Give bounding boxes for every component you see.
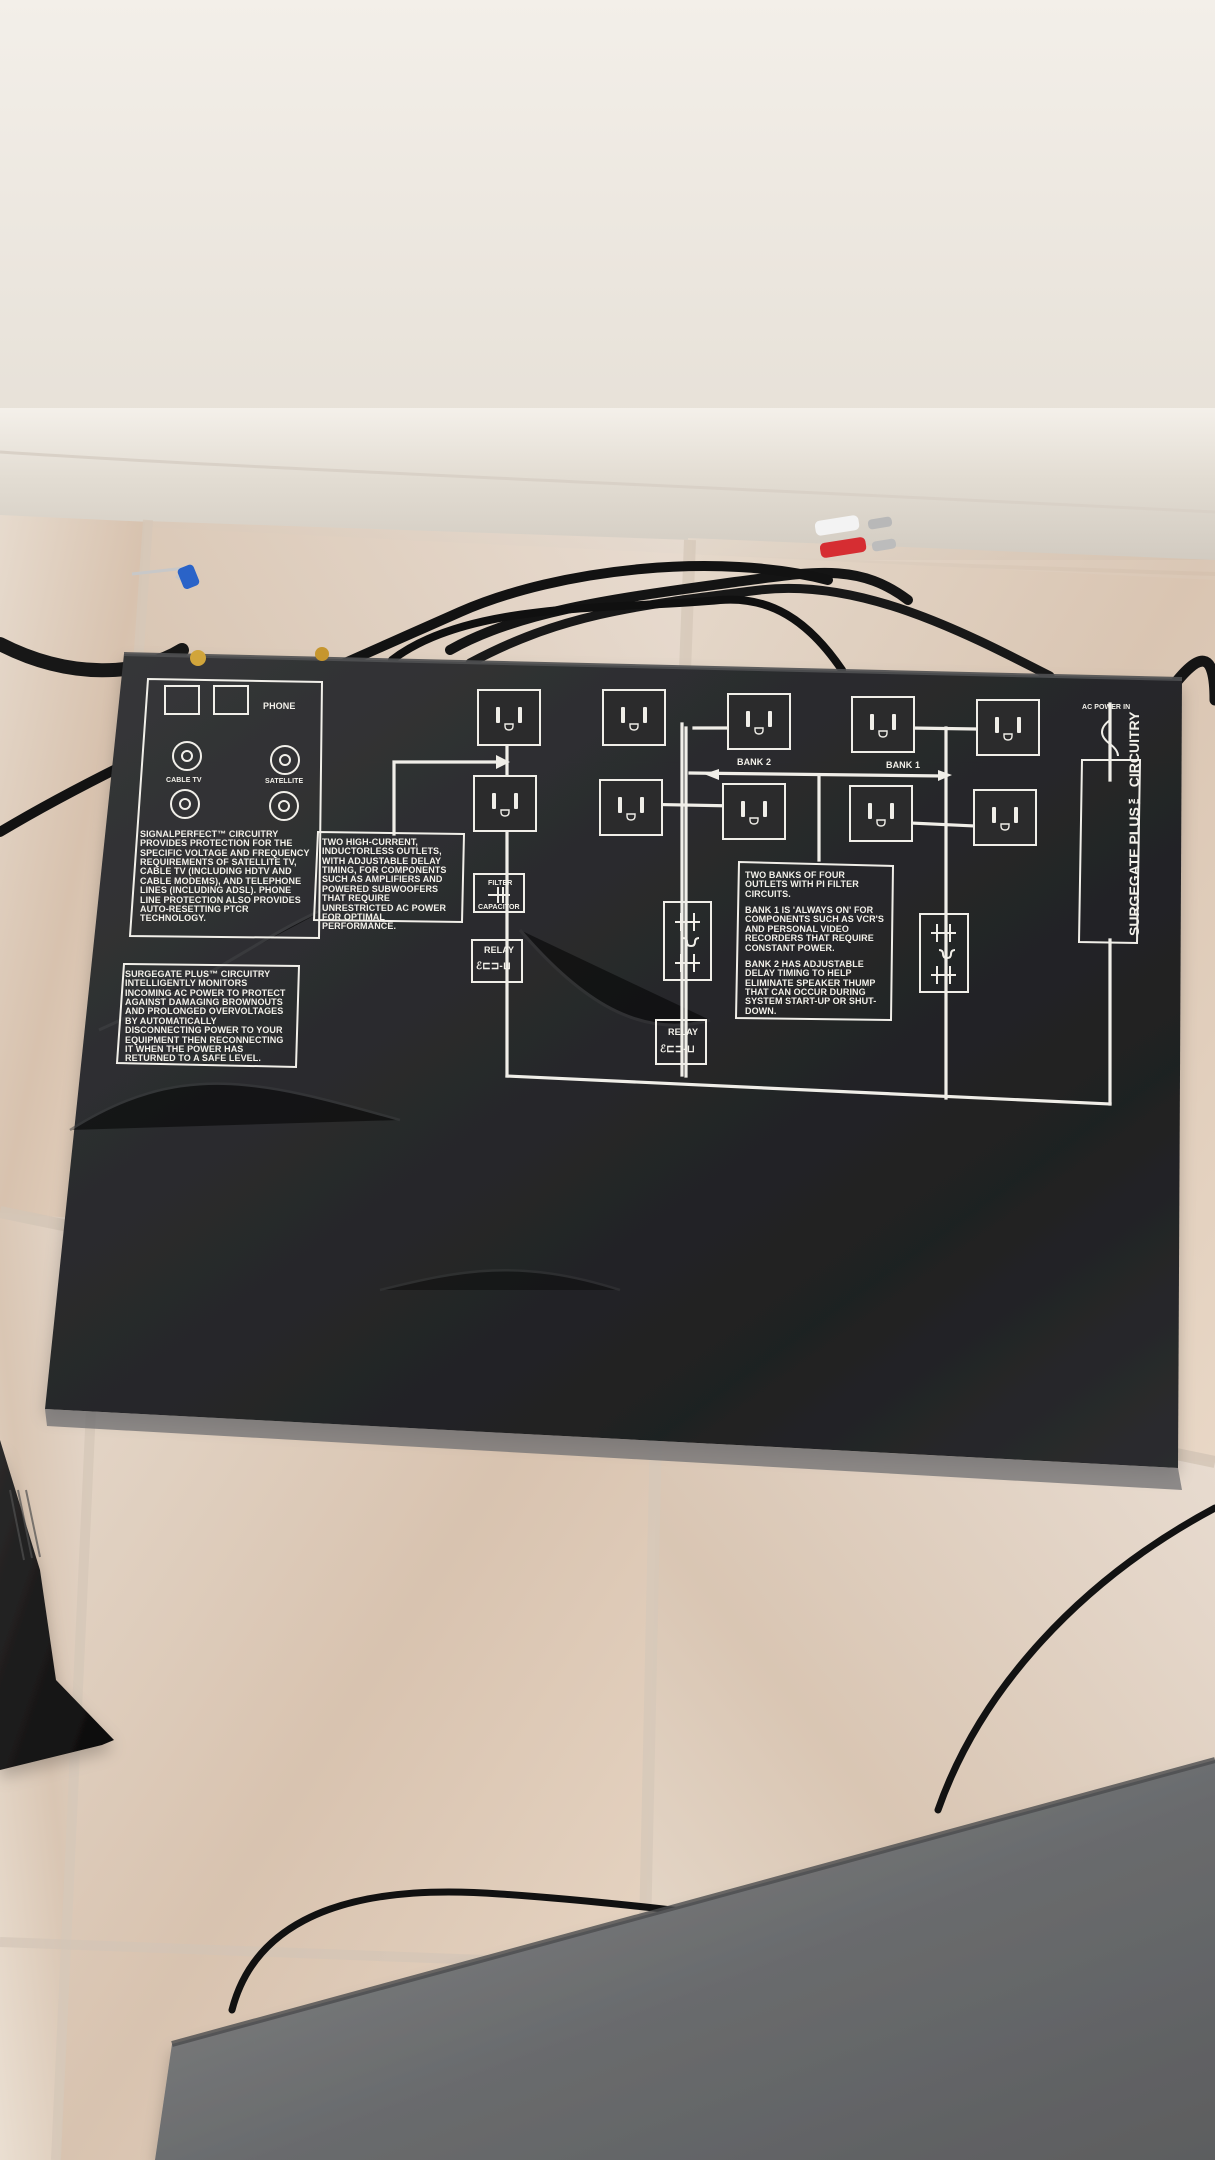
filter-module-center — [663, 901, 712, 981]
cable-bottom-left — [228, 1888, 694, 2014]
cable-tv-jack-bottom — [170, 789, 200, 819]
gray-device — [155, 1760, 1215, 2160]
top-jack-left — [190, 650, 206, 666]
outlet-2 — [473, 775, 537, 832]
cable-tv-jack-top-core — [181, 750, 193, 762]
filter-module-right — [919, 913, 969, 993]
bank-info-box — [734, 860, 895, 1022]
surge-panel-top-edge — [123, 652, 1183, 681]
black-device — [0, 1440, 114, 1770]
gray-device-edge — [171, 1757, 1215, 2047]
surge-panel — [45, 654, 1182, 1468]
filter-module-right-coil — [938, 949, 956, 960]
outlet-10 — [973, 789, 1037, 846]
high-current-box-outline — [312, 830, 466, 924]
outlet-4 — [727, 693, 791, 750]
signal-box-outline — [128, 677, 324, 940]
top-jack-right — [315, 647, 329, 661]
satellite-jack-bottom-core — [278, 800, 290, 812]
surgegate-box-outline — [115, 962, 301, 1069]
outlet-8 — [976, 699, 1040, 756]
relay-box-left — [471, 939, 523, 983]
filter-module-center-coil — [682, 937, 700, 948]
rca-tip-red — [871, 538, 897, 552]
filter-capacitor-box — [473, 873, 525, 913]
safety-pin — [131, 566, 187, 576]
safety-pin-clip — [177, 564, 200, 589]
arrow-to-outlets — [496, 755, 510, 769]
floor-tile-bottom-center — [60, 1220, 658, 2160]
grout-line-lower — [0, 1937, 541, 1967]
cable-top-1 — [445, 567, 913, 655]
panel-scratch-4 — [379, 1269, 621, 1292]
cable-tv-jack-bottom-core — [179, 798, 191, 810]
capacitor-symbol — [488, 887, 510, 903]
outlet-7 — [851, 696, 915, 753]
phone-port-right — [213, 685, 249, 715]
phone-port-left — [164, 685, 200, 715]
satellite-jack-top-core — [279, 754, 291, 766]
outlet-6 — [722, 783, 786, 840]
black-device-vents — [9, 1489, 41, 1561]
surge-panel-front-edge — [45, 1409, 1182, 1490]
cable-tv-jack-top — [172, 741, 202, 771]
bank1-arrow-right — [938, 770, 952, 781]
surgegate-vertical-box — [1077, 759, 1142, 945]
filter-module-right-bottom-cap — [931, 966, 956, 984]
satellite-jack-bottom — [269, 791, 299, 821]
panel-scratch-2 — [69, 1082, 401, 1132]
filter-module-right-top-cap — [931, 924, 956, 942]
bank2-arrow-left — [704, 769, 719, 780]
baseboard-lip-line — [0, 450, 1215, 514]
rca-tip-white — [867, 516, 893, 530]
ac-power-coil — [1100, 719, 1119, 757]
cable-top-2 — [465, 583, 1055, 681]
rca-plug-white — [814, 515, 860, 536]
relay-box-bottom — [655, 1019, 707, 1065]
satellite-jack-top — [270, 745, 300, 775]
rca-plug-red — [819, 537, 867, 558]
cable-top-3 — [388, 595, 846, 674]
panel-scratch-3 — [518, 929, 711, 1027]
outlet-3 — [602, 689, 666, 746]
outlet-1 — [477, 689, 541, 746]
cable-bottom-right — [934, 1504, 1215, 1814]
filter-module-center-top-cap — [675, 913, 700, 931]
filter-module-center-bottom-cap — [675, 954, 700, 972]
panel-scratch-1 — [98, 902, 337, 1032]
outlet-9 — [849, 785, 913, 842]
outlet-5 — [599, 779, 663, 836]
wall — [0, 0, 1215, 424]
